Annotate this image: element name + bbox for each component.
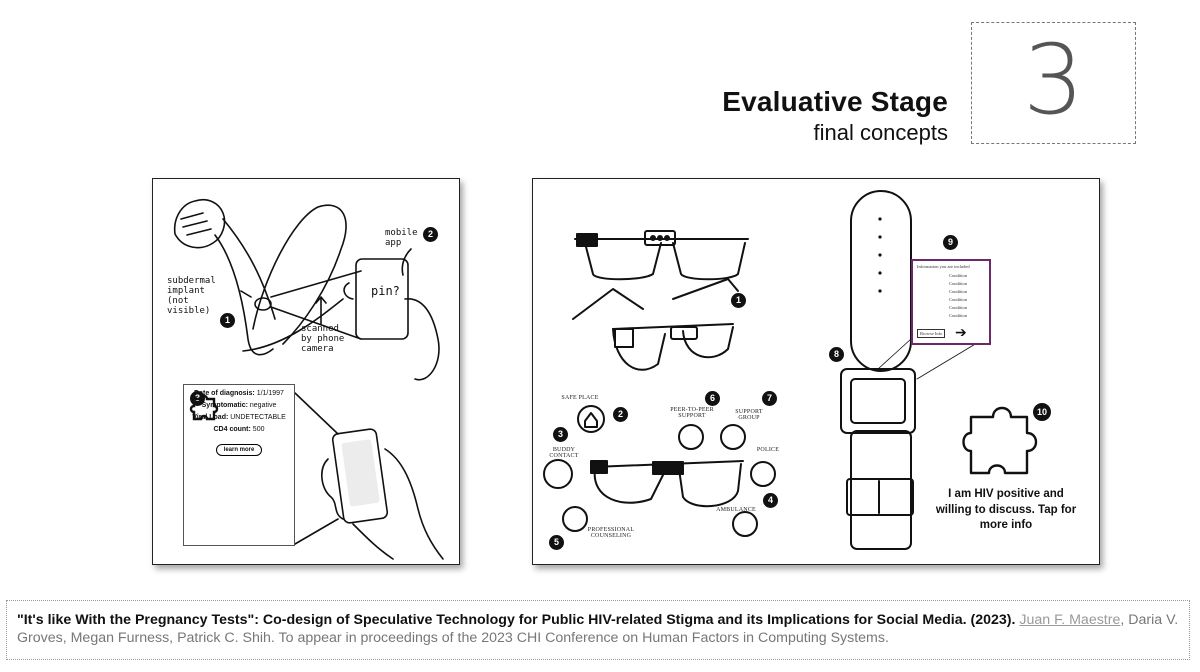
puzzle-icon (189, 394, 219, 421)
author-link[interactable]: Juan F. Maestre (1019, 612, 1121, 628)
arrow-icon: ➔ (955, 324, 967, 340)
watch-screen-header: Information you are included (917, 264, 970, 269)
implant-sketch (173, 198, 444, 560)
safe-place-label: Safe place (561, 395, 599, 401)
stage-title: Evaluative Stage (722, 86, 948, 117)
support-group-label: Support group (735, 409, 763, 422)
badge-1: 1 (220, 313, 235, 328)
citation-box: "It's like With the Pregnancy Tests": Co… (6, 600, 1190, 660)
ambulance-label: Ambulance (716, 507, 756, 513)
citation-rest: , Daria V. Groves, Megan Furness, Patric… (17, 612, 1179, 646)
badge-3: 3 (553, 427, 568, 442)
hiv-status-message: I am HIV positive and willing to discuss… (935, 488, 1077, 532)
condition-item[interactable]: Condition (949, 313, 968, 318)
buddy-contact-label: Buddy contact (549, 447, 579, 460)
badge-2: 2 (613, 407, 628, 422)
police-label: Police (756, 447, 780, 453)
badge-7: 7 (762, 391, 777, 406)
badge-1: 1 (731, 293, 746, 308)
health-info-card: 3 Date of diagnosis: 1/1/1997 Symptomati… (183, 384, 295, 546)
condition-item[interactable]: Condition (949, 305, 968, 310)
mobile-app-label: mobile app (385, 228, 418, 248)
implant-label: subdermal implant (not visible) (167, 276, 216, 316)
scanned-label: scanned by phone camera (301, 324, 345, 354)
cd4-row: CD4 count: 500 (213, 426, 265, 433)
badge-4: 4 (763, 493, 778, 508)
condition-item[interactable]: Condition (949, 297, 968, 302)
wearables-sketch (543, 190, 1038, 550)
stage-number: 3 (1022, 24, 1085, 136)
badge-9: 9 (943, 235, 958, 250)
watch-screen: Information you are included Condition C… (911, 259, 991, 345)
condition-item[interactable]: Condition (949, 289, 968, 294)
viral-load-row: Viral Load: UNDETECTABLE (192, 414, 286, 421)
badge-5: 5 (549, 535, 564, 550)
condition-item[interactable]: Condition (949, 281, 968, 286)
wearable-concepts-panel: 1 2 3 4 5 6 7 8 9 10 Safe place Buddy co… (532, 178, 1100, 565)
symptomatic-row: Symptomatic: negative (201, 402, 277, 409)
badge-2: 2 (423, 227, 438, 242)
diagnosis-row: Date of diagnosis: 1/1/1997 (194, 390, 284, 397)
badge-10: 10 (1033, 403, 1051, 421)
condition-item[interactable]: Condition (949, 273, 968, 278)
peer-support-label: Peer-to-peer support (670, 407, 714, 420)
counseling-label: Professional Counseling (587, 527, 635, 540)
badge-6: 6 (705, 391, 720, 406)
stage-subtitle: final concepts (813, 120, 948, 145)
stage-heading: Evaluative Stage final concepts (722, 86, 948, 146)
badge-8: 8 (829, 347, 844, 362)
learn-more-button[interactable]: learn more (215, 444, 263, 456)
stage-number-box: 3 (971, 22, 1136, 144)
implant-concept-panel: 2 1 mobile app subdermal implant (not vi… (152, 178, 460, 565)
browse-info-button[interactable]: Browse Info (917, 329, 946, 338)
citation-title: "It's like With the Pregnancy Tests": Co… (17, 612, 1016, 628)
pin-label: pin? (371, 284, 400, 298)
